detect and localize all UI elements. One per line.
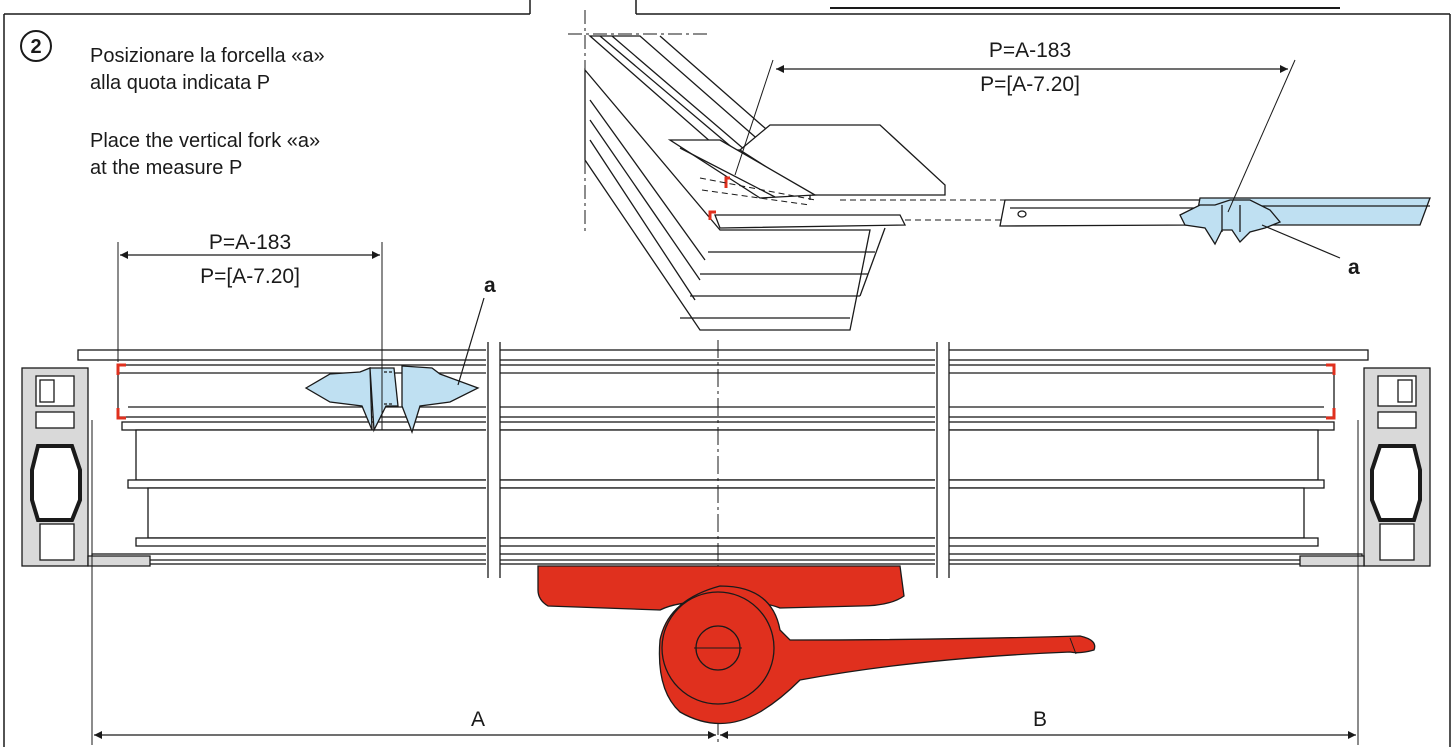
- left-frame-profile: [21, 367, 151, 567]
- instructions: Posizionare la forcella «a» alla quota i…: [90, 45, 325, 179]
- detail-rail: [999, 199, 1201, 227]
- step-number: 2: [30, 36, 41, 58]
- detail-fork: [1179, 199, 1282, 246]
- step-badge: 2: [20, 30, 52, 62]
- right-frame-profile: [1299, 367, 1431, 567]
- dim-a-label: A: [471, 708, 485, 731]
- instruction-it-line1: Posizionare la forcella «a»: [90, 45, 325, 67]
- instruction-it-line2: alla quota indicata P: [90, 72, 270, 94]
- detail-sash: [667, 124, 946, 297]
- break-lines: [486, 342, 950, 578]
- page-frame: [3, 0, 1451, 747]
- main-p-dimension: [117, 242, 383, 430]
- fork-main-label: a: [484, 274, 496, 297]
- ab-dimension: [91, 420, 1359, 745]
- main-dim-p-mm: P=A-183: [209, 231, 291, 254]
- main-section: [21, 297, 1431, 745]
- detail-view: [568, 10, 1431, 331]
- detail-dim-p-mm: P=A-183: [989, 39, 1071, 62]
- detail-fork-label: a: [1348, 256, 1360, 279]
- main-dim-p-inch: P=[A-7.20]: [200, 265, 300, 288]
- top-cover: [77, 349, 1369, 361]
- detail-dim-p-inch: P=[A-7.20]: [980, 73, 1080, 96]
- instruction-en-line1: Place the vertical fork «a»: [90, 130, 320, 152]
- red-handle: [537, 565, 1096, 725]
- detail-frame-profile: [584, 35, 875, 331]
- dim-b-label: B: [1033, 708, 1047, 731]
- bottom-plate: [91, 553, 1363, 565]
- instruction-en-line2: at the measure P: [90, 157, 242, 179]
- sash-lower: [135, 429, 1319, 481]
